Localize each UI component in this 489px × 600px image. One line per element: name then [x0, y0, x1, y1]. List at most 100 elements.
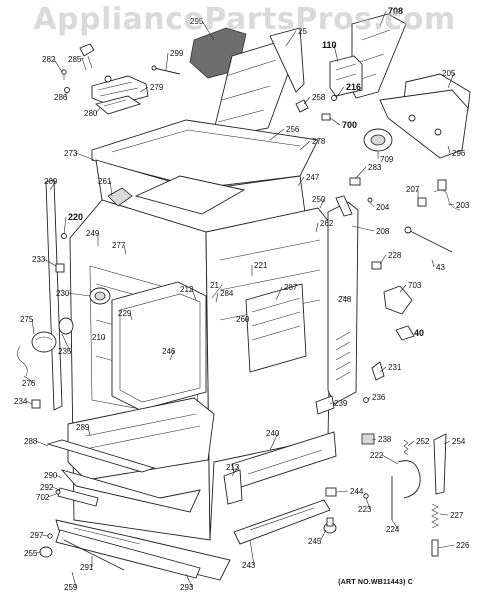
callout-224[interactable]: 224: [386, 525, 400, 534]
part-276-wire[interactable]: [17, 345, 28, 377]
part-293-kick-plate[interactable]: [55, 529, 201, 579]
callout-276[interactable]: 276: [22, 379, 36, 388]
callout-290[interactable]: 290: [44, 471, 58, 480]
part-296-panel[interactable]: [379, 89, 469, 159]
callout-700[interactable]: 700: [342, 120, 357, 130]
part-231-strip[interactable]: [371, 361, 385, 381]
callout-229[interactable]: 229: [118, 309, 132, 318]
callout-278[interactable]: 278: [312, 137, 326, 146]
part-709-ring[interactable]: [363, 128, 393, 152]
callout-285[interactable]: 285: [68, 55, 82, 64]
part-299-rod[interactable]: [151, 65, 181, 75]
callout-238[interactable]: 238: [378, 435, 392, 444]
part-207-nut[interactable]: [417, 197, 427, 207]
part-280-bracket[interactable]: [95, 95, 142, 115]
callout-295[interactable]: 295: [190, 17, 204, 26]
part-230-socket[interactable]: [89, 287, 111, 305]
callout-291[interactable]: 291: [80, 563, 94, 572]
part-285-bracket[interactable]: [79, 43, 95, 71]
callout-208[interactable]: 208: [376, 227, 390, 236]
callout-221[interactable]: 221: [254, 261, 268, 270]
callout-287[interactable]: 287: [284, 283, 298, 292]
callout-280[interactable]: 280: [84, 109, 98, 118]
part-261-bracket[interactable]: [107, 187, 133, 207]
part-235-bulb[interactable]: [58, 317, 74, 335]
part-43-probe[interactable]: [404, 226, 453, 253]
callout-273[interactable]: 273: [64, 149, 78, 158]
callout-204[interactable]: 204: [376, 203, 390, 212]
callout-21[interactable]: 21: [210, 281, 219, 290]
part-245-foot[interactable]: [323, 517, 337, 534]
callout-207[interactable]: 207: [406, 185, 420, 194]
callout-212[interactable]: 212: [180, 285, 194, 294]
callout-275[interactable]: 275: [20, 315, 34, 324]
part-25-vent-panel[interactable]: [213, 27, 305, 139]
callout-235[interactable]: 235: [58, 347, 72, 356]
callout-231[interactable]: 231: [388, 363, 402, 372]
part-226-pin[interactable]: [431, 539, 439, 557]
part-255-foot[interactable]: [39, 546, 53, 558]
callout-282[interactable]: 282: [42, 55, 56, 64]
callout-210[interactable]: 210: [92, 333, 106, 342]
callout-205[interactable]: 205: [442, 69, 456, 78]
callout-288[interactable]: 288: [24, 437, 38, 446]
part-213-bracket[interactable]: [223, 469, 243, 505]
callout-40[interactable]: 40: [414, 328, 424, 338]
part-239-plate[interactable]: [315, 395, 335, 415]
callout-252[interactable]: 252: [416, 437, 430, 446]
callout-220[interactable]: 220: [68, 212, 83, 222]
callout-230[interactable]: 230: [56, 289, 70, 298]
callout-250[interactable]: 250: [312, 195, 326, 204]
part-236-screw[interactable]: [363, 397, 369, 403]
callout-256[interactable]: 256: [286, 125, 300, 134]
callout-249[interactable]: 249: [86, 229, 100, 238]
part-40-latch[interactable]: [395, 325, 415, 341]
callout-25[interactable]: 25: [298, 27, 307, 36]
part-234-clip[interactable]: [31, 399, 41, 409]
callout-254[interactable]: 254: [452, 437, 466, 446]
callout-299[interactable]: 299: [170, 49, 184, 58]
part-243-door-handle[interactable]: [233, 499, 331, 545]
callout-708[interactable]: 708: [388, 6, 403, 16]
part-216-spring[interactable]: [331, 95, 337, 101]
callout-203[interactable]: 203: [456, 201, 470, 210]
callout-293[interactable]: 293: [180, 583, 194, 592]
callout-245[interactable]: 245: [308, 537, 322, 546]
part-204-screw[interactable]: [367, 197, 373, 203]
callout-216[interactable]: 216: [346, 82, 361, 92]
callout-244[interactable]: 244: [350, 487, 364, 496]
callout-234[interactable]: 234: [14, 397, 28, 406]
callout-246[interactable]: 246: [162, 347, 176, 356]
callout-702[interactable]: 702: [36, 493, 50, 502]
callout-262[interactable]: 262: [320, 219, 334, 228]
callout-239[interactable]: 239: [334, 399, 348, 408]
callout-233[interactable]: 233: [32, 255, 46, 264]
part-275-light-cover[interactable]: [31, 331, 57, 353]
part-208-rail[interactable]: [335, 195, 353, 217]
callout-209[interactable]: 209: [44, 177, 58, 186]
callout-277[interactable]: 277: [112, 241, 126, 250]
callout-286[interactable]: 286: [54, 93, 68, 102]
callout-236[interactable]: 236: [372, 393, 386, 402]
part-110-box[interactable]: [329, 55, 363, 97]
callout-248[interactable]: 248: [338, 295, 352, 304]
part-287-rack-support[interactable]: [245, 283, 307, 373]
part-700-clip[interactable]: [321, 113, 331, 121]
callout-258[interactable]: 258: [312, 93, 326, 102]
callout-240[interactable]: 240: [266, 429, 280, 438]
part-228-clip[interactable]: [371, 261, 382, 270]
callout-709[interactable]: 709: [380, 155, 394, 164]
callout-261[interactable]: 261: [98, 177, 112, 186]
callout-222[interactable]: 222: [370, 451, 384, 460]
part-244-clip[interactable]: [325, 487, 337, 497]
callout-228[interactable]: 228: [388, 251, 402, 260]
part-238-block[interactable]: [361, 433, 375, 445]
part-246-oven-liner[interactable]: [111, 281, 207, 411]
callout-284[interactable]: 284: [220, 289, 234, 298]
callout-226[interactable]: 226: [456, 541, 470, 550]
callout-255[interactable]: 255: [24, 549, 38, 558]
callout-260[interactable]: 260: [236, 315, 250, 324]
part-222-hook[interactable]: [397, 460, 421, 499]
part-252-spring[interactable]: [403, 439, 409, 456]
part-233-grommet[interactable]: [55, 263, 65, 273]
